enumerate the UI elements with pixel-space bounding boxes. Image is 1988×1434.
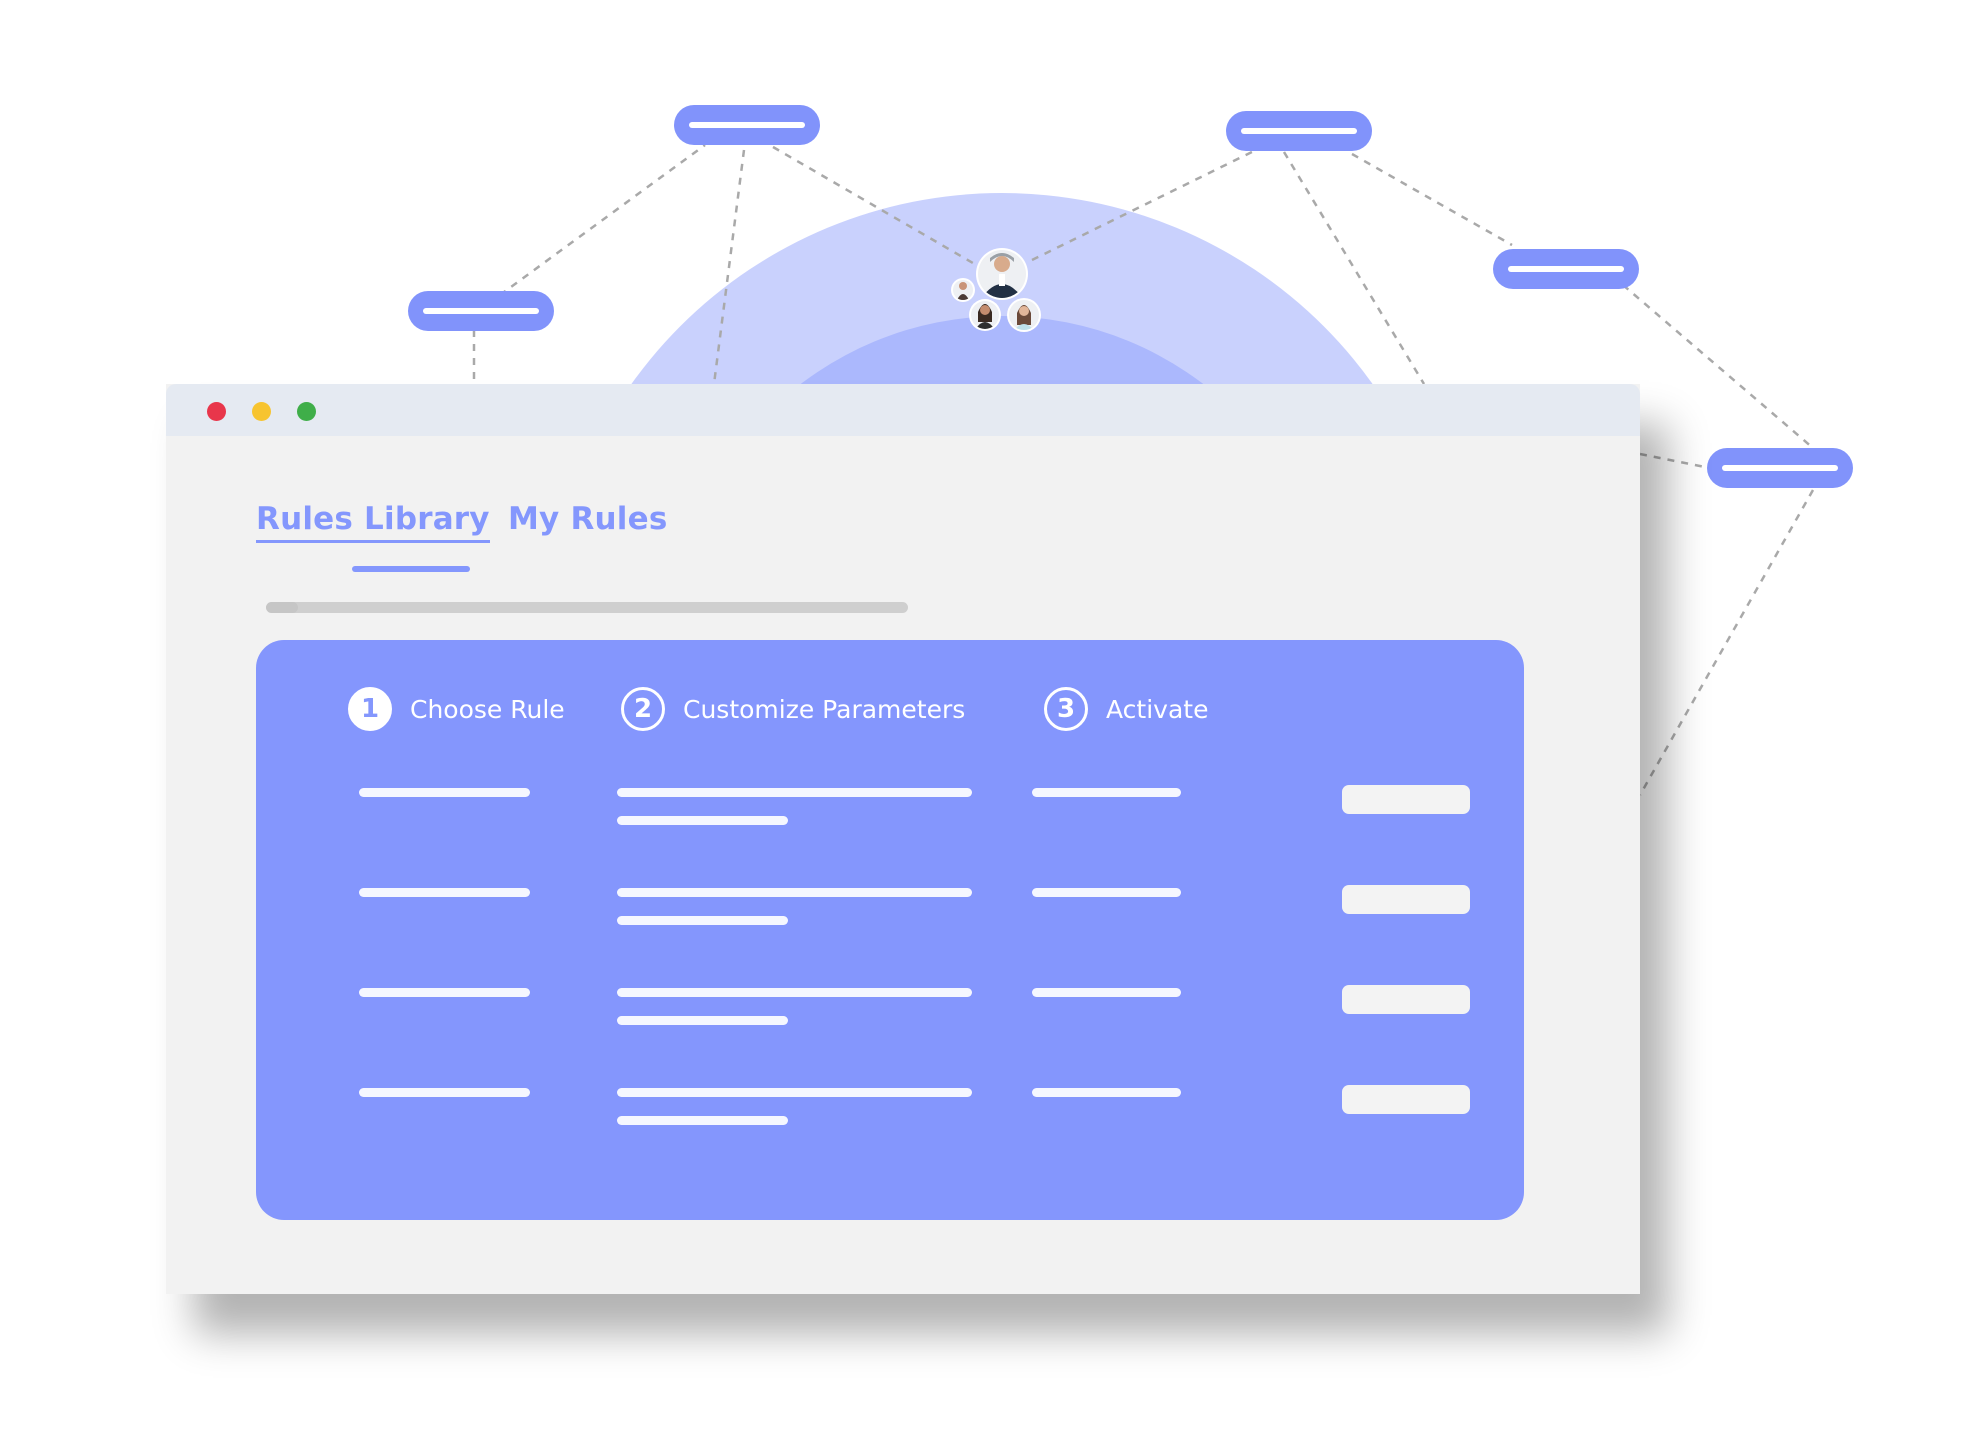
maximize-icon[interactable] <box>297 402 316 421</box>
connector-line <box>1639 452 1711 470</box>
rule-name-placeholder <box>359 788 530 797</box>
step-label: Choose Rule <box>410 694 565 724</box>
progress-fill <box>266 602 299 613</box>
rule-params-placeholder <box>617 1088 972 1097</box>
person-avatar-icon <box>976 248 1028 300</box>
rule-name-placeholder <box>359 988 530 997</box>
connector-lines <box>472 143 1815 796</box>
connector-line <box>1622 284 1814 449</box>
node-pill-line <box>689 122 805 128</box>
network-node <box>1707 448 1853 488</box>
network-node <box>1226 111 1372 151</box>
step-number-badge: 2 <box>621 687 665 731</box>
step-label: Customize Parameters <box>683 694 966 724</box>
rule-action-button[interactable] <box>1342 985 1470 1014</box>
person-avatar-icon <box>1007 298 1041 332</box>
minimize-icon[interactable] <box>252 402 271 421</box>
halo-inner <box>800 316 1204 384</box>
rule-name-placeholder <box>359 1088 530 1097</box>
rule-params-sub-placeholder <box>617 1116 788 1125</box>
node-pill-line <box>1241 128 1357 134</box>
rule-row[interactable] <box>256 1085 1524 1148</box>
close-icon[interactable] <box>207 402 226 421</box>
network-node <box>408 291 554 331</box>
rule-params-placeholder <box>617 988 972 997</box>
node-pill-line <box>1508 266 1624 272</box>
step-number-badge: 1 <box>348 687 392 731</box>
step-activate[interactable]: 3 Activate <box>1044 684 1208 734</box>
rules-panel: 1 Choose Rule 2 Customize Parameters 3 A… <box>256 640 1524 1220</box>
rule-activate-placeholder <box>1032 1088 1181 1097</box>
person-avatar-icon <box>969 299 1001 331</box>
rule-name-placeholder <box>359 888 530 897</box>
tab-my-rules[interactable]: My Rules <box>508 501 668 537</box>
node-pill-line <box>423 308 539 314</box>
connector-line <box>712 149 746 385</box>
browser-window: Rules Library My Rules 1 Choose Rule 2 C… <box>166 384 1640 1294</box>
window-titlebar <box>166 384 1640 436</box>
rule-activate-placeholder <box>1032 888 1181 897</box>
step-choose-rule[interactable]: 1 Choose Rule <box>348 684 565 734</box>
network-nodes <box>408 105 1853 488</box>
rules-list <box>256 640 1524 1220</box>
node-pill-line <box>1722 465 1838 471</box>
rule-params-sub-placeholder <box>617 1016 788 1025</box>
rule-row[interactable] <box>256 885 1524 948</box>
active-tab-indicator <box>352 566 470 572</box>
progress-bar <box>266 602 908 613</box>
connector-line <box>1351 152 1513 247</box>
rule-activate-placeholder <box>1032 788 1181 797</box>
rule-action-button[interactable] <box>1342 885 1470 914</box>
rule-action-button[interactable] <box>1342 785 1470 814</box>
rule-params-placeholder <box>617 888 972 897</box>
network-node <box>674 105 820 145</box>
rule-action-button[interactable] <box>1342 1085 1470 1114</box>
rule-row[interactable] <box>256 985 1524 1048</box>
rule-params-placeholder <box>617 788 972 797</box>
tab-rules-library[interactable]: Rules Library <box>256 504 490 543</box>
connector-line <box>499 143 706 297</box>
rule-activate-placeholder <box>1032 988 1181 997</box>
step-label: Activate <box>1106 694 1209 724</box>
rule-params-sub-placeholder <box>617 916 788 925</box>
rule-row[interactable] <box>256 785 1524 848</box>
connector-line <box>772 145 979 268</box>
network-node <box>1493 249 1639 289</box>
rule-params-sub-placeholder <box>617 816 788 825</box>
avatar-cluster <box>951 248 1041 332</box>
connector-line <box>1638 489 1815 796</box>
step-customize-parameters[interactable]: 2 Customize Parameters <box>621 684 965 734</box>
step-number-badge: 3 <box>1044 687 1088 731</box>
person-avatar-icon <box>951 278 975 302</box>
connector-line <box>1282 151 1426 385</box>
